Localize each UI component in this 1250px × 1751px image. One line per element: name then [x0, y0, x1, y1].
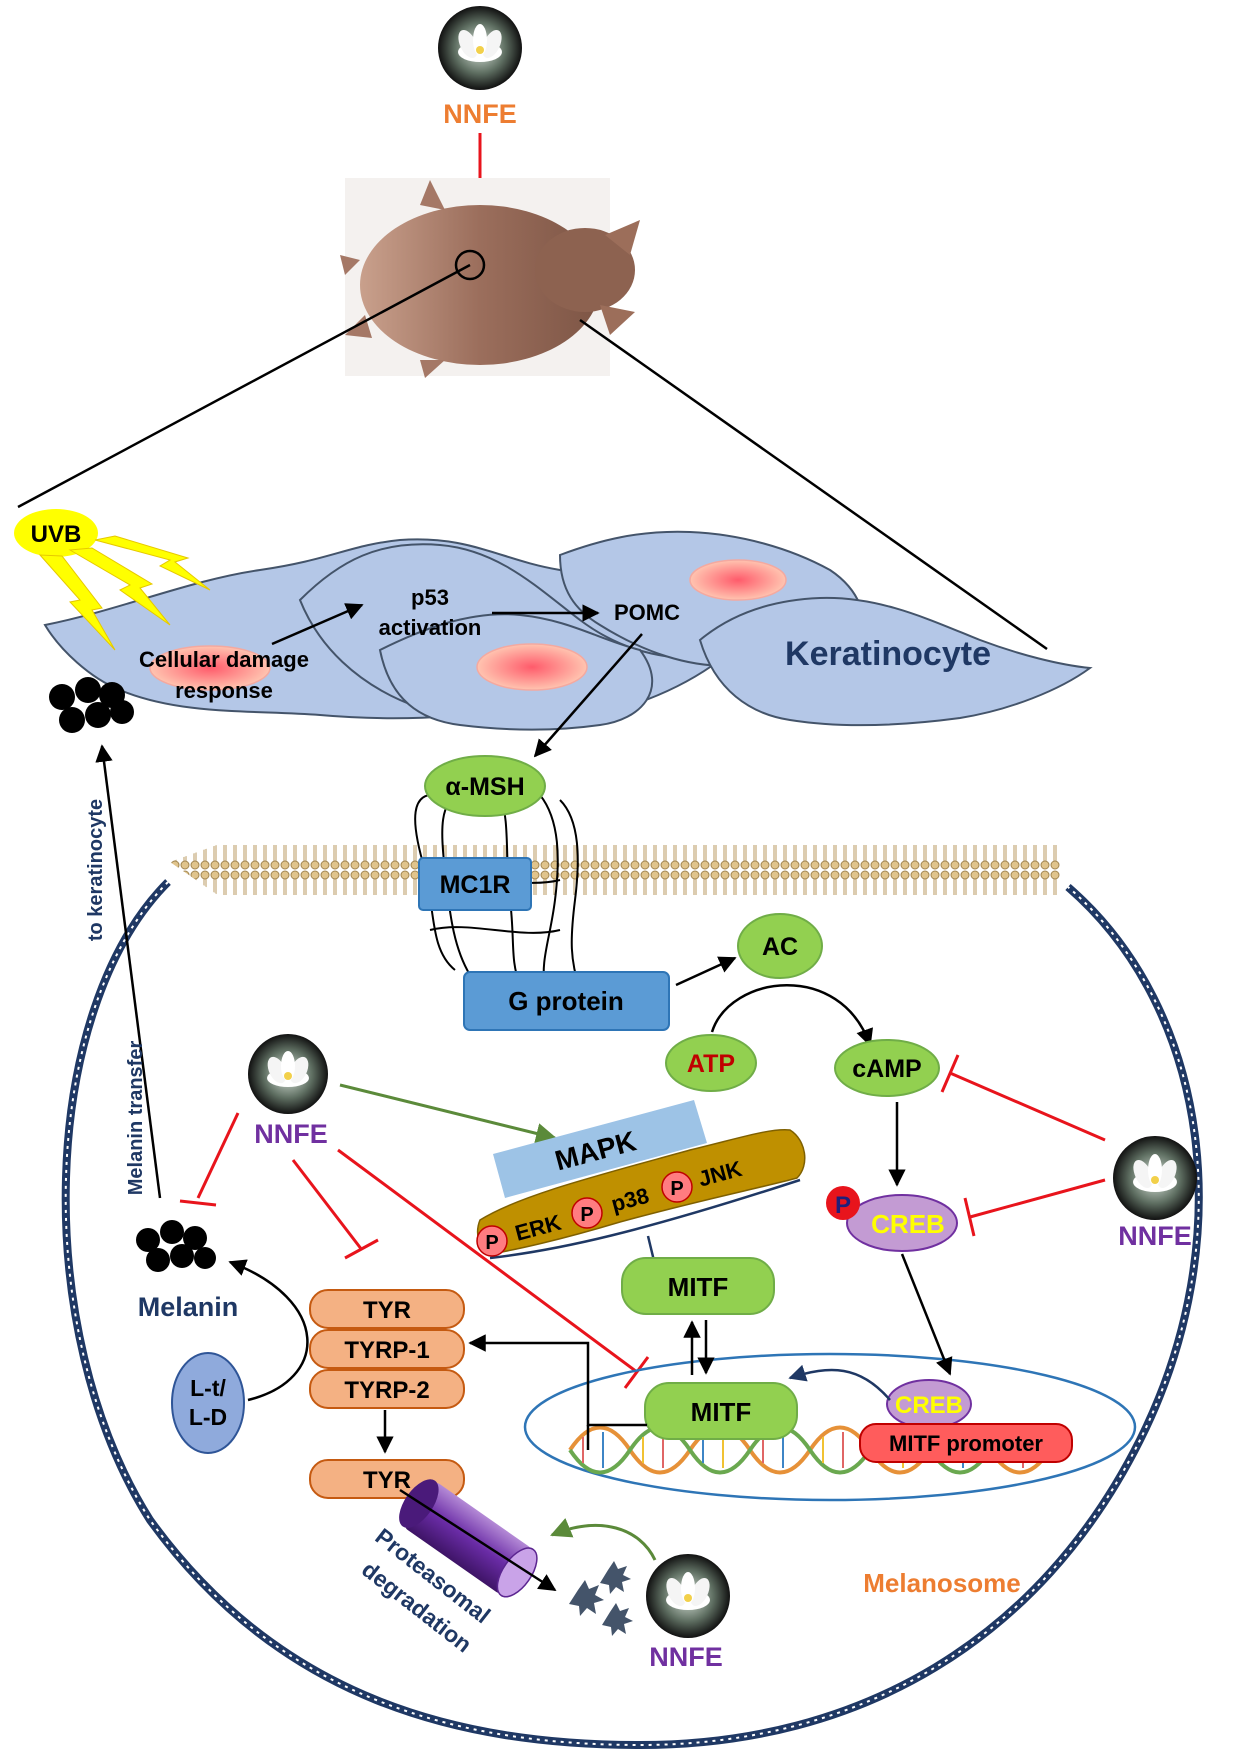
keratinocyte-cells: [43, 530, 1093, 731]
arrow-creb-nucleus: [900, 1253, 953, 1376]
atp-label: ATP: [687, 1050, 735, 1078]
melanin-granules-keratinocyte: [49, 677, 134, 733]
uvb-label: UVB: [31, 521, 82, 548]
arrow-gprotein-ac: [675, 956, 737, 987]
creb-promoter-label: CREB: [895, 1392, 963, 1419]
nnfe-right-label: NNFE: [1118, 1221, 1192, 1251]
arrow-tyr-proteasome: [399, 1488, 557, 1592]
lotus-icon-bottom: [646, 1554, 730, 1638]
creb-phospho-icon: [826, 1186, 860, 1220]
creb-phospho-label: P: [835, 1192, 851, 1219]
melanosome-label: Melanosome: [863, 1568, 1021, 1598]
nnfe-inhibit-melanin: [196, 1112, 240, 1199]
jnk-phospho-label: P: [670, 1178, 683, 1200]
mc1r-box: [418, 857, 532, 911]
to-keratinocyte-label: to keratinocyte: [85, 799, 107, 941]
inhibit-bar-tyr: [344, 1238, 379, 1260]
jnk-phospho-icon: [661, 1171, 693, 1203]
g-protein-label: G protein: [508, 986, 624, 1016]
tyrp2-box: [309, 1369, 465, 1409]
l-dopa-label-line2: L-D: [189, 1404, 227, 1430]
lotus-icon-right: [1113, 1136, 1197, 1220]
arrow-promoter-mitf: [788, 1364, 891, 1401]
ac-label: AC: [762, 933, 798, 961]
p38-phospho-icon: [571, 1197, 603, 1229]
camp-node: [834, 1039, 940, 1097]
melanin-transfer-label: Melanin transfer: [125, 1041, 147, 1196]
erk-phospho-label: P: [485, 1232, 498, 1254]
inhibit-bar-creb: [963, 1197, 976, 1237]
uvb-source: [14, 509, 211, 651]
nnfe-activate-proteasome: [550, 1518, 657, 1561]
p53-label-line1: p53: [411, 585, 449, 610]
mitf-promoter-box: [859, 1423, 1073, 1463]
erk-phospho-icon: [476, 1225, 508, 1257]
tyr-box: [309, 1289, 465, 1329]
lotus-icon-top: [438, 6, 522, 90]
melanin-label: Melanin: [138, 1292, 239, 1322]
g-protein-box: [463, 971, 670, 1031]
mc1r-label: MC1R: [440, 871, 511, 899]
nnfe-activate-mapk: [339, 1083, 558, 1144]
arrow-atp-camp: [710, 984, 873, 1047]
zoom-line-left: [17, 263, 471, 509]
keratinocyte-label: Keratinocyte: [785, 635, 991, 673]
nnfe-inhibit-camp: [949, 1071, 1106, 1142]
creb-label: CREB: [871, 1209, 945, 1239]
mouse-picture: [340, 178, 640, 378]
pomc-label: POMC: [614, 600, 680, 625]
arrow-mitf-tyr: [468, 1334, 647, 1427]
nnfe-inhibit-mitf: [337, 1148, 638, 1374]
mitf-lower-box: [644, 1382, 798, 1440]
cell-membrane: [170, 842, 1060, 900]
l-dopa-node: [171, 1352, 245, 1454]
tyrp2-label: TYRP-2: [344, 1377, 429, 1404]
nnfe-top-label: NNFE: [443, 99, 517, 129]
mitf-promoter-label: MITF promoter: [889, 1431, 1043, 1456]
mitf-upper-box: [621, 1257, 775, 1315]
nnfe-left-label: NNFE: [254, 1119, 328, 1149]
inhibit-bar-camp: [940, 1054, 960, 1093]
proteasome-cylinder: [399, 1479, 538, 1598]
nnfe-inhibit-creb: [969, 1178, 1106, 1219]
arrow-damage-p53: [271, 603, 364, 646]
l-dopa-label-line1: L-t/: [190, 1375, 226, 1401]
nucleus: [523, 1352, 1137, 1502]
p38-phospho-label: P: [580, 1204, 593, 1226]
inhibit-bar-mitf: [623, 1356, 650, 1389]
tyr-label: TYR: [363, 1297, 411, 1324]
zoom-line-right: [579, 318, 1048, 651]
arrow-ldopa-melanin: [228, 1259, 309, 1402]
melanin-granules: [136, 1220, 216, 1272]
nnfe-inhibit-tyr: [291, 1159, 364, 1251]
alpha-msh-node: [424, 755, 546, 817]
ac-node: [737, 913, 823, 979]
damage-label-line1: Cellular damage: [139, 647, 309, 672]
tyrp1-label: TYRP-1: [344, 1337, 429, 1364]
degraded-fragments: [569, 1561, 633, 1636]
tyrp1-box: [309, 1329, 465, 1369]
damage-label-line2: response: [175, 678, 273, 703]
mapk-complex: [477, 1100, 806, 1260]
tyr-lower-label: TYR: [363, 1467, 411, 1494]
arrow-pomc-msh: [533, 633, 643, 758]
alpha-msh-label: α-MSH: [445, 773, 524, 801]
mitf-upper-label: MITF: [668, 1272, 729, 1302]
inhibit-bar-melanin: [179, 1199, 217, 1207]
p53-label-line2: activation: [379, 615, 482, 640]
lotus-icon-left: [248, 1034, 328, 1114]
mitf-lower-label: MITF: [691, 1397, 752, 1427]
atp-node: [665, 1034, 757, 1092]
creb-node: [846, 1194, 958, 1252]
nnfe-bottom-label: NNFE: [649, 1642, 723, 1672]
arrow-melanin-transfer: [95, 744, 162, 1199]
camp-label: cAMP: [852, 1055, 921, 1083]
